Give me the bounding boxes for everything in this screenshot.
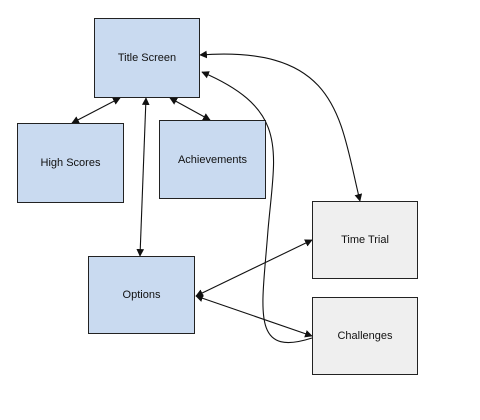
node-achievements: Achievements — [159, 120, 266, 199]
edge-title-high-scores — [71, 97, 121, 124]
node-challenges: Challenges — [312, 297, 418, 375]
edge-title-achievements — [169, 97, 211, 121]
edge-options-challenges — [195, 294, 313, 338]
node-options-label: Options — [122, 289, 161, 301]
edge-title-time-trial — [199, 50, 363, 202]
node-achievements-label: Achievements — [177, 153, 248, 166]
node-title-screen: Title Screen — [94, 18, 200, 98]
node-high-scores: High Scores — [17, 123, 124, 203]
node-options: Options — [88, 256, 195, 334]
node-time-trial-label: Time Trial — [341, 234, 389, 246]
edge-options-time-trial — [195, 239, 313, 297]
node-time-trial: Time Trial — [312, 201, 418, 279]
node-title-screen-label: Title Screen — [117, 52, 177, 64]
edge-challenges-title — [201, 71, 313, 344]
edge-title-options — [136, 97, 150, 257]
node-challenges-label: Challenges — [337, 330, 393, 342]
node-high-scores-label: High Scores — [40, 157, 101, 169]
